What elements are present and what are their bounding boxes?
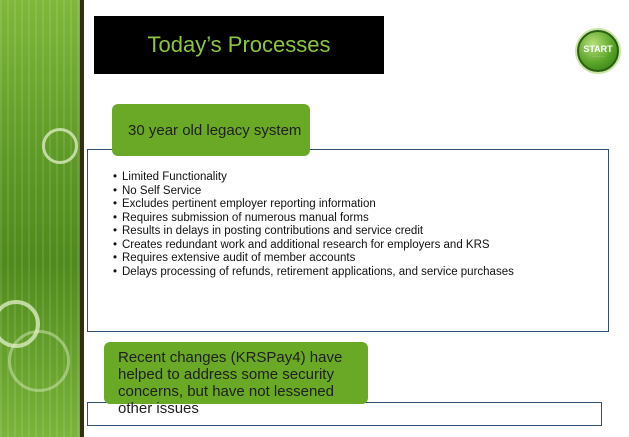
bullet-frame: [87, 149, 609, 332]
swirl-decoration: [42, 128, 78, 164]
list-item: Limited Functionality: [113, 171, 603, 185]
start-button-icon: START · · · · · · ·: [577, 30, 619, 72]
swirl-decoration: [8, 330, 70, 392]
legacy-system-text: 30 year old legacy system: [128, 121, 302, 139]
vertical-divider: [80, 0, 84, 437]
security-note-text: Recent changes (KRSPay4) have helped to …: [118, 349, 343, 417]
start-fine-print: · · · · · · ·: [592, 54, 604, 58]
security-note-callout: Recent changes (KRSPay4) have helped to …: [104, 342, 368, 417]
legacy-system-callout: 30 year old legacy system: [112, 104, 310, 156]
title-box: Today’s Processes: [94, 16, 384, 74]
list-item: Requires submission of numerous manual f…: [113, 212, 603, 226]
list-item: Creates redundant work and additional re…: [113, 239, 603, 253]
start-label: START: [583, 44, 613, 54]
bullet-list: Limited Functionality No Self Service Ex…: [113, 171, 603, 279]
list-item: No Self Service: [113, 185, 603, 199]
decorative-side-band: [0, 0, 80, 437]
list-item: Excludes pertinent employer reporting in…: [113, 198, 603, 212]
list-item: Requires extensive audit of member accou…: [113, 252, 603, 266]
list-item: Results in delays in posting contributio…: [113, 225, 603, 239]
list-item: Delays processing of refunds, retirement…: [113, 266, 603, 280]
page-title: Today’s Processes: [147, 32, 331, 57]
